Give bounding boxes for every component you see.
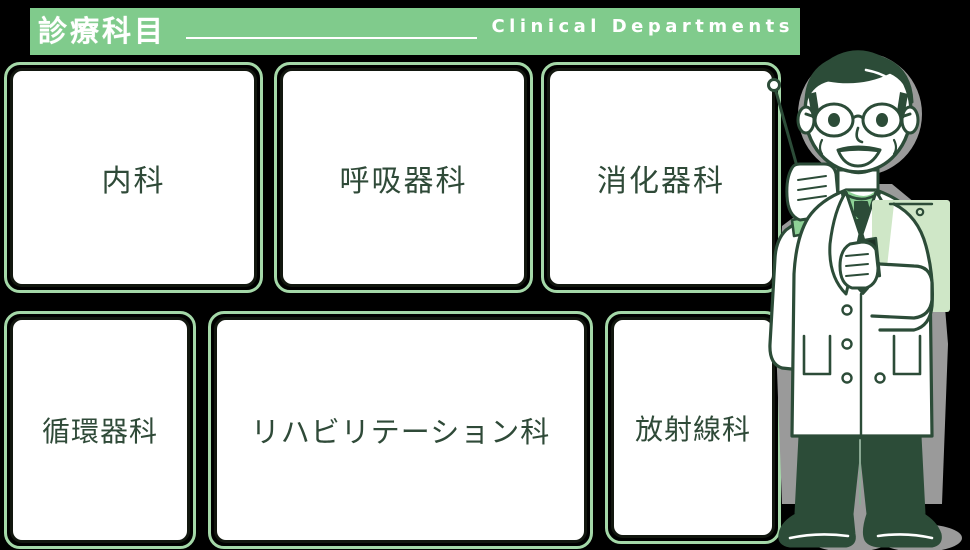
header-subtitle: Clinical Departments <box>491 16 794 37</box>
shoe-right <box>862 512 942 548</box>
card-inner: 放射線科 <box>611 317 775 538</box>
necktie <box>853 219 873 295</box>
coat-button <box>874 372 886 384</box>
mouth <box>836 145 882 168</box>
watch-band <box>862 236 882 280</box>
sleeve-cuff <box>790 210 838 238</box>
lapel-left <box>828 190 862 296</box>
glasses-icon <box>804 102 912 138</box>
department-label: 消化器科 <box>597 163 725 199</box>
lab-coat <box>790 188 934 438</box>
nose <box>855 126 864 144</box>
shirt-collar <box>840 190 882 238</box>
department-label: 呼吸器科 <box>339 163 468 199</box>
department-card-junkankika[interactable]: 循環器科 <box>4 311 196 549</box>
department-label: 循環器科 <box>41 415 158 448</box>
doctor-shadow <box>776 52 962 550</box>
department-card-kokyukika[interactable]: 呼吸器科 <box>274 62 533 293</box>
department-card-hoshasenka[interactable]: 放射線科 <box>605 311 781 544</box>
department-label: リハビリテーション科 <box>250 415 551 449</box>
hand-left <box>785 162 840 222</box>
page-title: 診療科目 <box>38 14 167 48</box>
shoe-left <box>778 512 856 548</box>
coat-button <box>841 372 853 384</box>
forearm <box>862 238 934 320</box>
department-card-rehabilitation[interactable]: リハビリテーション科 <box>208 311 593 549</box>
department-label: 内科 <box>101 163 166 199</box>
eye-left <box>828 113 840 127</box>
coat-pocket-right <box>892 334 922 376</box>
coat-button <box>841 338 853 350</box>
card-inner: 循環器科 <box>10 317 190 543</box>
card-inner: 呼吸器科 <box>280 68 527 287</box>
coat-button <box>841 304 853 316</box>
lapel-right <box>860 190 896 296</box>
clipboard <box>872 200 950 312</box>
card-inner: リハビリテーション科 <box>214 317 587 543</box>
department-card-shokakika[interactable]: 消化器科 <box>541 62 781 293</box>
hand-right <box>838 240 880 290</box>
header-divider-rule <box>186 36 478 39</box>
department-card-naika[interactable]: 内科 <box>4 62 263 293</box>
department-label: 放射線科 <box>634 412 751 446</box>
hair <box>804 52 914 104</box>
header-bar: 診療科目 Clinical Departments <box>30 8 800 55</box>
card-inner: 内科 <box>10 68 257 287</box>
eye-right <box>876 113 888 127</box>
head <box>796 50 920 175</box>
coat-pocket-left <box>802 334 832 376</box>
right-sleeve <box>878 202 934 332</box>
card-inner: 消化器科 <box>547 68 775 287</box>
pants <box>794 434 926 534</box>
